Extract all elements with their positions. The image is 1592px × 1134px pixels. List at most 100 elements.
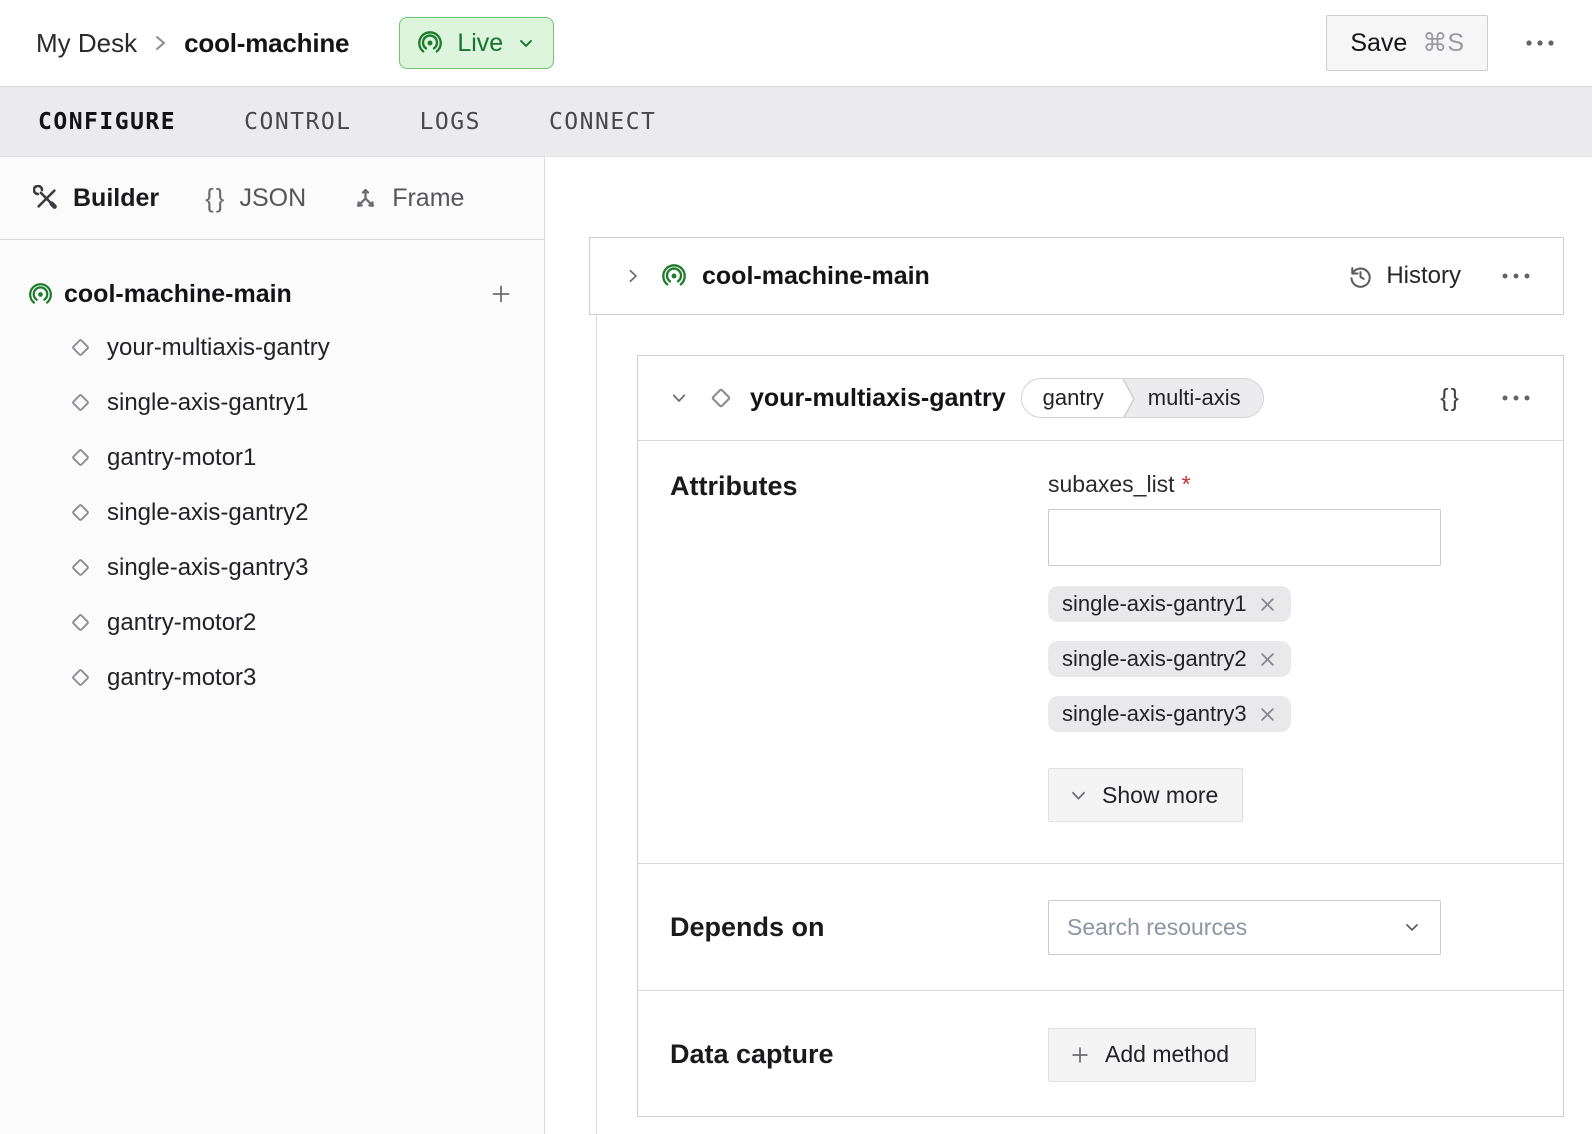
- tree-item-label: gantry-motor3: [107, 663, 257, 691]
- history-label: History: [1386, 262, 1461, 289]
- broadcast-icon: [27, 281, 54, 308]
- tree-item-gantry-motor1[interactable]: gantry-motor1: [0, 430, 544, 485]
- close-icon: [1260, 707, 1274, 721]
- attributes-section: Attributes subaxes_list * single-axis-ga…: [638, 441, 1563, 864]
- plus-icon: [492, 285, 510, 303]
- tree-item-gantry-motor2[interactable]: gantry-motor2: [0, 595, 544, 650]
- breadcrumb-parent-link[interactable]: My Desk: [36, 27, 138, 58]
- mode-json-label: JSON: [239, 183, 307, 212]
- diamond-icon: [67, 389, 94, 416]
- depends-on-section: Depends on Search resources: [638, 864, 1563, 991]
- show-more-button[interactable]: Show more: [1048, 768, 1244, 822]
- broadcast-icon: [660, 262, 688, 290]
- breadcrumb-current: cool-machine: [184, 27, 350, 58]
- remove-chip-button[interactable]: [1258, 595, 1277, 614]
- resource-title: your-multiaxis-gantry: [750, 383, 1006, 412]
- top-bar: My Desk cool-machine Live Save ⌘: [0, 0, 1592, 86]
- resource-card: your-multiaxis-gantry gantry multi-axis …: [637, 355, 1564, 1117]
- save-label: Save: [1350, 28, 1408, 57]
- collapse-resource-card-button[interactable]: [666, 385, 692, 411]
- subaxes-list-label: subaxes_list: [1048, 471, 1175, 497]
- header-overflow-menu-button[interactable]: [1518, 33, 1562, 53]
- resource-type-tag: gantry multi-axis: [1020, 378, 1264, 418]
- chevron-down-icon: [516, 33, 536, 53]
- remove-chip-button[interactable]: [1258, 705, 1277, 724]
- machine-part-title: cool-machine-main: [702, 261, 930, 290]
- config-main-panel: cool-machine-main History: [545, 157, 1592, 1134]
- depends-on-placeholder: Search resources: [1067, 913, 1248, 940]
- diamond-icon: [67, 334, 94, 361]
- status-label: Live: [457, 28, 504, 57]
- topbar-actions: Save ⌘S: [1326, 15, 1562, 71]
- broadcast-icon: [416, 29, 444, 57]
- tag-separator-chevron-icon: [1113, 379, 1138, 417]
- resource-card-header: your-multiaxis-gantry gantry multi-axis …: [638, 356, 1563, 441]
- diamond-icon: [67, 609, 94, 636]
- add-method-label: Add method: [1105, 1041, 1230, 1067]
- add-method-button[interactable]: Add method: [1048, 1027, 1257, 1082]
- diamond-icon: [67, 664, 94, 691]
- machine-card-menu-button[interactable]: [1495, 266, 1537, 286]
- mode-builder[interactable]: Builder: [33, 184, 159, 213]
- data-capture-section: Data capture Add method: [638, 991, 1563, 1118]
- tab-logs[interactable]: LOGS: [419, 108, 481, 135]
- tree-item-single-axis-gantry1[interactable]: single-axis-gantry1: [0, 375, 544, 430]
- tab-control[interactable]: CONTROL: [244, 108, 352, 135]
- edit-json-button[interactable]: {}: [1440, 383, 1461, 412]
- close-icon: [1260, 652, 1274, 666]
- expand-machine-card-button[interactable]: [620, 263, 646, 289]
- tree-item-label: your-multiaxis-gantry: [107, 333, 330, 361]
- history-button[interactable]: History: [1347, 262, 1461, 290]
- chip-single-axis-gantry1: single-axis-gantry1: [1048, 586, 1291, 622]
- tree-item-label: gantry-motor2: [107, 608, 257, 636]
- mode-json[interactable]: {} JSON: [205, 183, 306, 214]
- save-shortcut: ⌘S: [1422, 29, 1464, 57]
- machine-part-card: cool-machine-main History: [589, 237, 1564, 315]
- tree-item-your-multiaxis-gantry[interactable]: your-multiaxis-gantry: [0, 320, 544, 375]
- remove-chip-button[interactable]: [1258, 650, 1277, 669]
- tree-item-single-axis-gantry2[interactable]: single-axis-gantry2: [0, 485, 544, 540]
- chevron-down-icon: [672, 394, 686, 402]
- chevron-down-icon: [1402, 917, 1422, 937]
- mode-builder-label: Builder: [73, 183, 160, 212]
- chip-single-axis-gantry2: single-axis-gantry2: [1048, 641, 1291, 677]
- tree-item-single-axis-gantry3[interactable]: single-axis-gantry3: [0, 540, 544, 595]
- main-tab-bar: CONFIGURE CONTROL LOGS CONNECT: [0, 86, 1592, 157]
- frame-axes-icon: [352, 185, 379, 212]
- depends-on-heading: Depends on: [670, 911, 825, 942]
- subaxes-list-input[interactable]: [1048, 509, 1441, 566]
- diamond-icon: [67, 554, 94, 581]
- data-capture-heading: Data capture: [670, 1039, 834, 1069]
- breadcrumb-chevron-icon: [153, 31, 168, 55]
- plus-icon: [1072, 1046, 1088, 1063]
- resource-tree: cool-machine-main your-multiaxis-gantry …: [0, 240, 544, 705]
- resource-card-menu-button[interactable]: [1495, 388, 1537, 408]
- tag-multi-axis: multi-axis: [1147, 385, 1241, 410]
- tab-configure[interactable]: CONFIGURE: [38, 108, 177, 135]
- chevron-right-icon: [629, 269, 637, 283]
- chip-single-axis-gantry3: single-axis-gantry3: [1048, 696, 1291, 732]
- depends-on-select[interactable]: Search resources: [1048, 899, 1441, 955]
- sidebar-mode-bar: Builder {} JSON Frame: [0, 157, 544, 240]
- required-marker: *: [1181, 471, 1191, 497]
- tree-item-label: single-axis-gantry1: [107, 388, 309, 416]
- tree-root-label[interactable]: cool-machine-main: [64, 279, 292, 308]
- show-more-label: Show more: [1102, 781, 1219, 808]
- tools-icon: [33, 184, 60, 212]
- add-resource-button[interactable]: [485, 278, 517, 310]
- close-icon: [1260, 597, 1274, 611]
- mode-frame[interactable]: Frame: [352, 184, 464, 213]
- tree-item-gantry-motor3[interactable]: gantry-motor3: [0, 650, 544, 705]
- attributes-heading: Attributes: [670, 471, 798, 501]
- braces-icon: {}: [205, 182, 227, 213]
- diamond-icon: [67, 499, 94, 526]
- subaxes-chip-list: single-axis-gantry1 single-axis-gantry2: [1048, 586, 1441, 751]
- tab-connect[interactable]: CONNECT: [548, 108, 657, 135]
- diamond-icon: [67, 444, 94, 471]
- config-sidebar: Builder {} JSON Frame: [0, 157, 545, 1134]
- machine-status-dropdown[interactable]: Live: [399, 17, 555, 69]
- save-button[interactable]: Save ⌘S: [1326, 15, 1488, 71]
- ellipsis-icon: [1526, 40, 1554, 46]
- tree-root-row: cool-machine-main: [0, 270, 544, 318]
